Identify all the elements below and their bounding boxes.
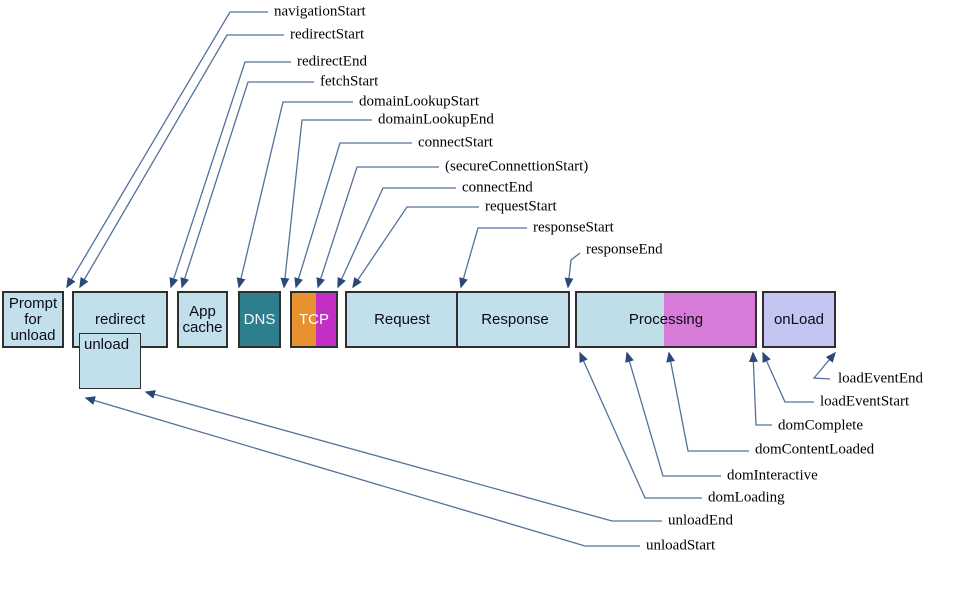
leader-unloadStart xyxy=(84,396,640,547)
box-response: Response xyxy=(481,310,549,328)
leader-domInteractive xyxy=(625,351,721,477)
label-connectStart: connectStart xyxy=(418,134,493,151)
label-domLoading: domLoading xyxy=(708,489,785,506)
request-response-divider xyxy=(456,293,458,346)
leader-domComplete xyxy=(748,351,772,426)
box-request: Request xyxy=(374,310,430,328)
leader-secureConnectionStart xyxy=(316,166,439,289)
label-connectEnd: connectEnd xyxy=(462,179,533,196)
label-redirectEnd: redirectEnd xyxy=(297,53,367,70)
box-tcp: TCP xyxy=(290,291,338,348)
label-responseEnd: responseEnd xyxy=(586,241,663,258)
leader-navigationStart xyxy=(66,11,268,289)
label-navigationStart: navigationStart xyxy=(274,3,366,20)
label-secureConnectionStart: (secureConnettionStart) xyxy=(445,158,589,175)
leader-connectEnd xyxy=(337,187,456,289)
leader-domContentLoaded xyxy=(666,351,749,452)
label-requestStart: requestStart xyxy=(485,198,557,215)
label-unloadEnd: unloadEnd xyxy=(668,512,733,529)
label-loadEventEnd: loadEventEnd xyxy=(838,370,923,387)
leader-fetchStart xyxy=(180,81,314,289)
leader-responseStart xyxy=(459,227,527,289)
box-dns: DNS xyxy=(238,291,281,348)
leader-unloadEnd xyxy=(144,390,662,522)
leader-requestStart xyxy=(352,206,479,289)
leader-domainLookupEnd xyxy=(280,119,372,289)
box-processing: Processing xyxy=(575,291,757,348)
label-redirectStart: redirectStart xyxy=(290,26,365,43)
label-loadEventStart: loadEventStart xyxy=(820,393,910,410)
leader-domLoading xyxy=(579,351,702,499)
label-fetchStart: fetchStart xyxy=(320,73,379,90)
leader-responseEnd xyxy=(564,252,581,289)
leader-redirectEnd xyxy=(169,61,291,289)
box-request-response: Request Response xyxy=(345,291,570,348)
box-unload: unload xyxy=(79,333,141,389)
leader-connectStart xyxy=(294,142,412,289)
label-domComplete: domComplete xyxy=(778,417,863,434)
label-domainLookupEnd: domainLookupEnd xyxy=(378,111,494,128)
leader-redirectStart xyxy=(79,34,284,289)
box-app-cache: App cache xyxy=(177,291,228,348)
leader-loadEventEnd xyxy=(812,351,836,380)
leader-loadEventStart xyxy=(762,351,814,403)
label-domContentLoaded: domContentLoaded xyxy=(755,441,875,458)
box-prompt-for-unload: Prompt for unload xyxy=(2,291,64,348)
box-onload: onLoad xyxy=(762,291,836,348)
label-domainLookupStart: domainLookupStart xyxy=(359,93,479,110)
label-unloadStart: unloadStart xyxy=(646,537,716,554)
leader-domainLookupStart xyxy=(236,101,353,289)
label-responseStart: responseStart xyxy=(533,219,614,236)
label-domInteractive: domInteractive xyxy=(727,467,818,484)
